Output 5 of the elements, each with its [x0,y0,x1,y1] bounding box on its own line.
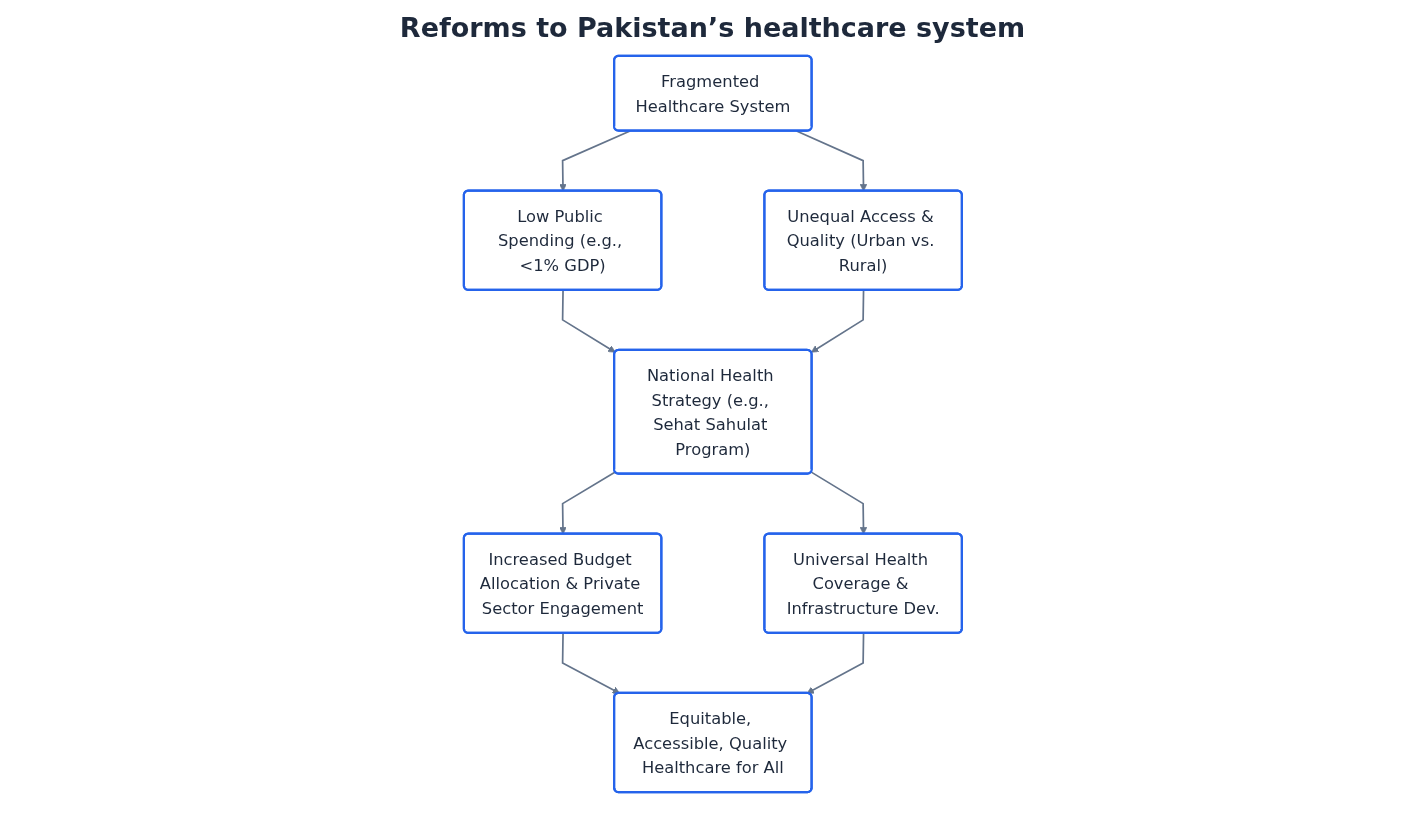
arrow [806,632,865,694]
arrow [561,632,620,694]
arrow [561,289,616,353]
arrow [810,289,865,353]
diagram-title: Reforms to Pakistan’s healthcare system [398,12,1027,43]
